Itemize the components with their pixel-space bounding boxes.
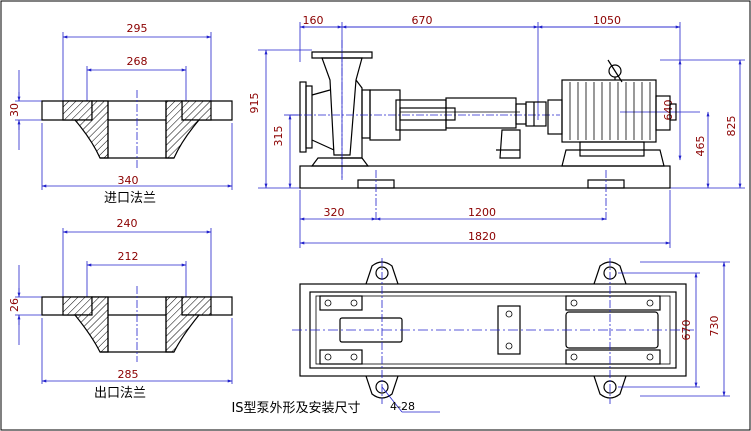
plan-bolt-holes bbox=[324, 299, 654, 361]
inlet-flange-view: 295 268 30 340 进口法兰 bbox=[8, 22, 233, 206]
plan-dim-holes: 4-28 bbox=[390, 400, 415, 413]
side-dim-top-left: 160 bbox=[303, 14, 324, 27]
side-dim-base-mid: 1200 bbox=[468, 206, 496, 219]
side-dim-height-inlet: 315 bbox=[272, 126, 285, 147]
inlet-flange-caption: 进口法兰 bbox=[104, 191, 156, 206]
side-dim-top-mid: 670 bbox=[412, 14, 433, 27]
side-dim-right-total: 825 bbox=[725, 116, 738, 137]
pump-plan-view: 670 730 4-28 bbox=[292, 258, 730, 413]
side-dim-motor-axis: 465 bbox=[694, 136, 707, 157]
side-dim-base-left: 320 bbox=[324, 206, 345, 219]
motor-cooling-fins bbox=[569, 82, 651, 140]
outlet-dim-outer: 240 bbox=[117, 217, 138, 230]
side-dim-top-right: 1050 bbox=[593, 14, 621, 27]
side-dim-base-total: 1820 bbox=[468, 230, 496, 243]
outlet-dim-thickness: 26 bbox=[8, 298, 21, 312]
outlet-dim-inner: 212 bbox=[118, 250, 139, 263]
inlet-dim-overall: 340 bbox=[118, 174, 139, 187]
plan-dim-outer-width: 730 bbox=[708, 316, 721, 337]
inlet-dim-outer: 295 bbox=[127, 22, 148, 35]
drawing-title: IS型泵外形及安装尺寸 bbox=[231, 401, 360, 416]
outlet-dim-overall: 285 bbox=[118, 368, 139, 381]
pump-side-view: 160 670 1050 915 315 640 465 825 bbox=[248, 14, 745, 248]
inlet-dim-inner: 268 bbox=[127, 55, 148, 68]
outlet-flange-view: 240 212 26 285 出口法兰 bbox=[8, 217, 233, 401]
inlet-dim-thickness: 30 bbox=[8, 103, 21, 117]
side-dim-motor-height: 640 bbox=[662, 100, 675, 121]
side-dim-height-total: 915 bbox=[248, 93, 261, 114]
outlet-flange-caption: 出口法兰 bbox=[94, 386, 146, 401]
plan-dim-inner-width: 670 bbox=[680, 320, 693, 341]
